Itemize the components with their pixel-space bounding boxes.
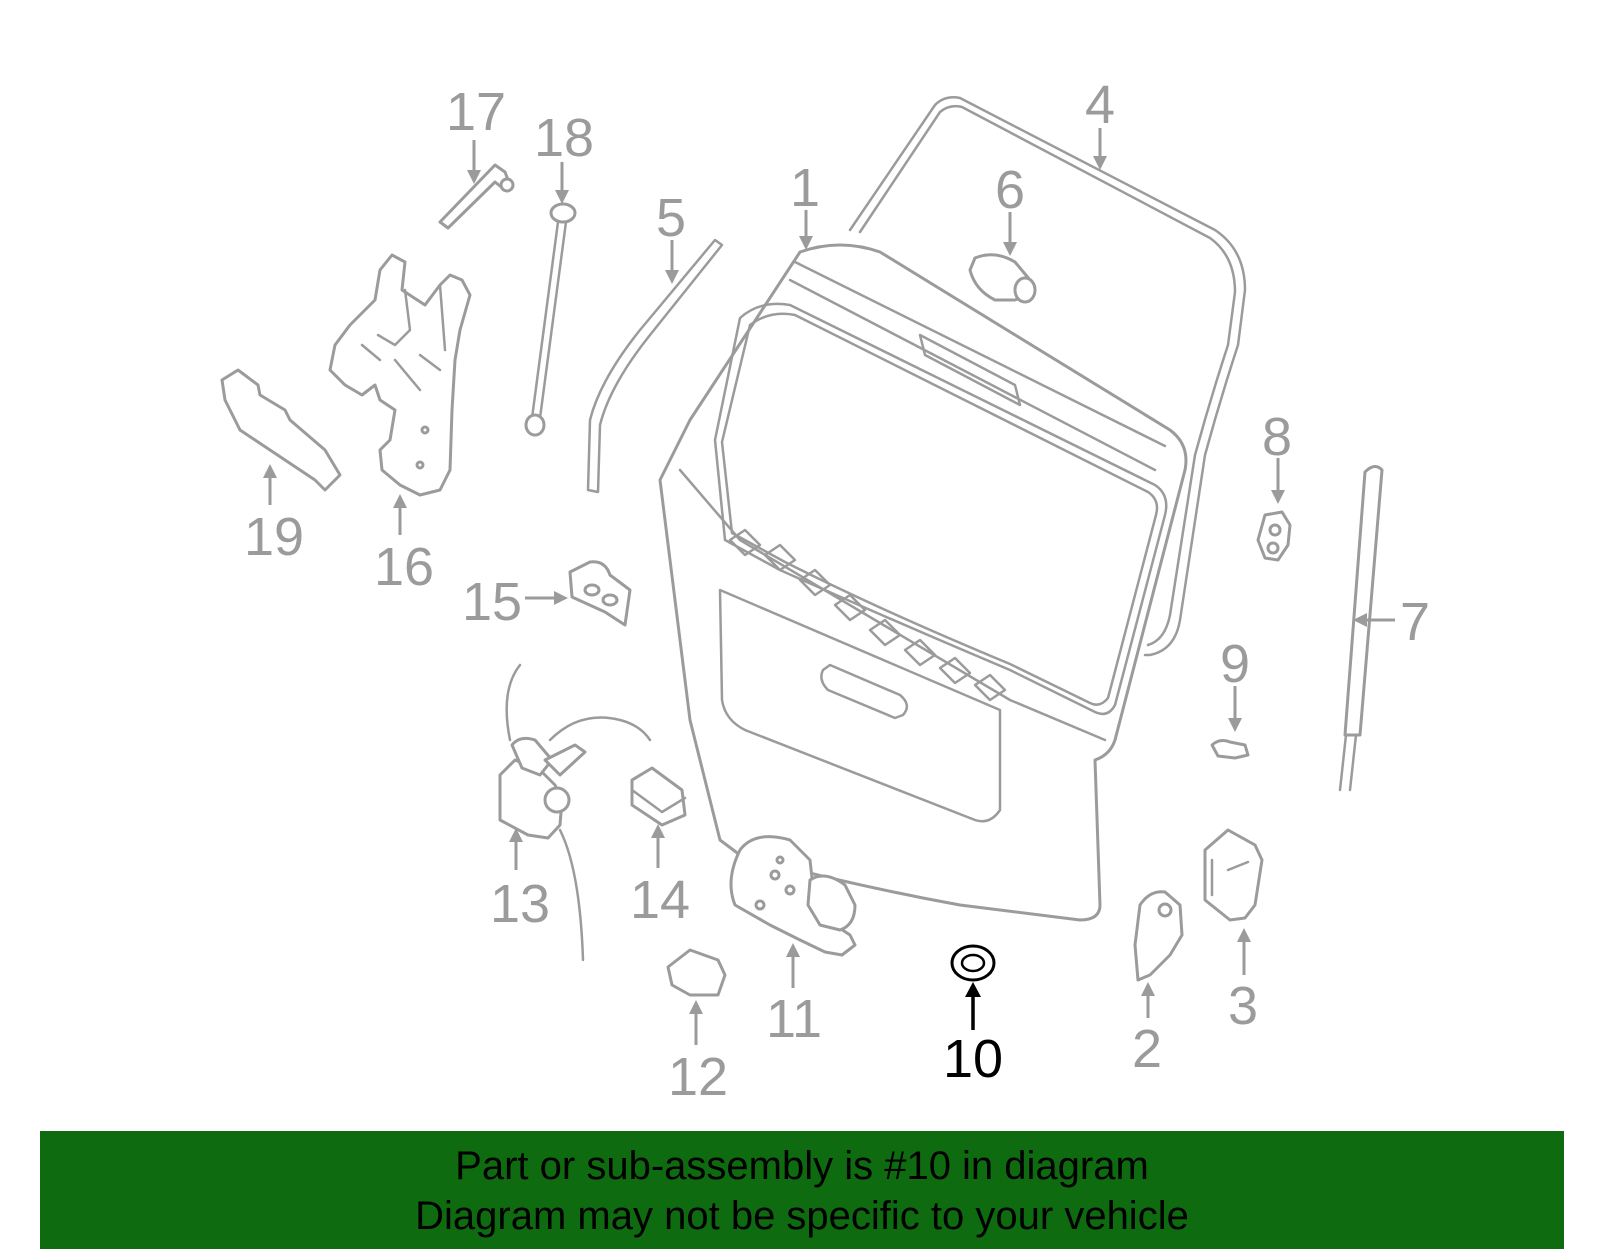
callout-10: 10: [943, 1029, 1003, 1089]
callout-14: 14: [630, 870, 690, 930]
callout-11: 11: [766, 989, 822, 1049]
callout-6: 6: [995, 160, 1025, 220]
part-10-grommet: [950, 944, 996, 982]
callout-15: 15: [462, 572, 522, 632]
part-11-motor: [729, 835, 857, 957]
callout-labels: 1 2 3 4 5 6 7 8 9 10 11 12 13 14 15 16 1…: [244, 75, 1430, 1107]
callout-13: 13: [490, 874, 550, 934]
callout-2: 2: [1132, 1019, 1162, 1079]
callout-5: 5: [656, 188, 686, 248]
part-6-cap: [968, 253, 1037, 304]
part-7-strut: [1338, 465, 1384, 792]
callout-19: 19: [244, 507, 304, 567]
part-15-clip: [568, 560, 632, 627]
callout-7: 7: [1400, 592, 1430, 652]
leader-arrows: [263, 128, 1395, 1045]
part-19-bracket: [220, 368, 342, 492]
part-2-striker: [1133, 890, 1184, 982]
info-banner: Part or sub-assembly is #10 in diagram D…: [40, 1131, 1564, 1249]
callout-16: 16: [374, 537, 434, 597]
callout-4: 4: [1085, 75, 1115, 135]
parts-diagram: 1 2 3 4 5 6 7 8 9 10 11 12 13 14 15 16 1…: [220, 75, 1430, 1107]
part-12-clip: [666, 948, 727, 997]
part-8-clip: [1256, 510, 1292, 562]
callout-12: 12: [668, 1047, 728, 1107]
callout-9: 9: [1220, 634, 1250, 694]
callout-18: 18: [534, 108, 594, 168]
part-13-actuator: [498, 663, 652, 962]
part-1-liftgate: [658, 243, 1188, 922]
banner-line-part-number: Part or sub-assembly is #10 in diagram: [455, 1144, 1149, 1188]
part-9-bumper: [1210, 739, 1250, 760]
callout-3: 3: [1228, 976, 1258, 1036]
callout-1: 1: [790, 158, 820, 218]
callout-17: 17: [446, 82, 506, 142]
part-5-strip: [586, 238, 724, 494]
banner-line-disclaimer: Diagram may not be specific to your vehi…: [415, 1194, 1189, 1238]
part-14-switch: [630, 766, 687, 827]
part-4-weatherstrip: [848, 96, 1247, 657]
leader-arrow-10: [965, 982, 981, 1030]
part-3-bracket: [1203, 828, 1264, 922]
callout-8: 8: [1262, 407, 1292, 467]
part-16-hinge: [328, 253, 472, 497]
part-18-rod: [524, 202, 577, 437]
